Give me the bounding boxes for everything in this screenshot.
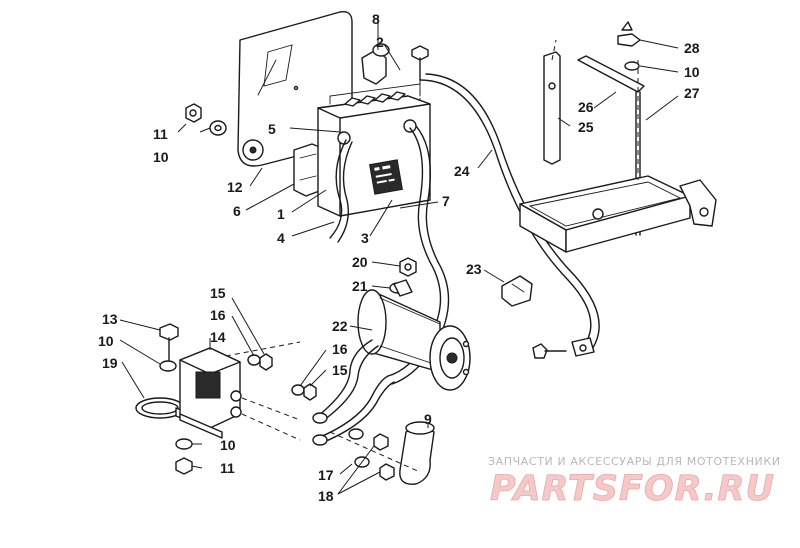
hold-down-bracket [543, 51, 561, 165]
callout-25: 25 [578, 119, 594, 135]
wire-clamp [135, 397, 187, 421]
callout-10-left: 10 [98, 333, 114, 349]
callout-18: 18 [318, 488, 334, 504]
callout-15-right: 15 [332, 362, 348, 378]
nut-11-bottom [175, 457, 193, 475]
battery [317, 83, 431, 217]
callout-12: 12 [227, 179, 243, 195]
cable-clip [501, 275, 533, 307]
callout-10-bottom: 10 [220, 437, 236, 453]
washer-10-top [209, 120, 227, 136]
battery-tray [519, 175, 717, 253]
watermark-subtitle: ЗАПЧАСТИ И АКСЕССУАРЫ ДЛЯ МОТОТЕХНИКИ [488, 455, 781, 468]
leader-lines [119, 18, 679, 495]
callout-labels: 8 2 5 11 10 12 6 1 4 3 7 24 25 26 27 28 … [98, 11, 700, 504]
battery-negative-cable [329, 139, 353, 243]
nut-15-left [259, 353, 273, 371]
callout-13: 13 [102, 311, 118, 327]
callout-3: 3 [361, 230, 369, 246]
callout-17: 17 [318, 467, 334, 483]
callout-5: 5 [268, 121, 276, 137]
washer-10-bottom [175, 438, 193, 450]
callout-7: 7 [442, 193, 450, 209]
callout-4: 4 [277, 230, 285, 246]
callout-16-right: 16 [332, 341, 348, 357]
callout-22: 22 [332, 318, 348, 334]
starter-motor [357, 279, 471, 391]
callout-10-top: 10 [153, 149, 169, 165]
terminal-boot [399, 421, 435, 485]
callout-16-left: 16 [210, 307, 226, 323]
bolt-13 [159, 323, 179, 361]
callout-8: 8 [372, 11, 380, 27]
callout-14: 14 [210, 329, 226, 345]
nut-18-top [373, 433, 389, 451]
callout-11-bottom: 11 [220, 460, 235, 476]
washer-10-right [624, 61, 640, 71]
terminal-cap [361, 43, 390, 85]
callout-1: 1 [277, 206, 285, 222]
callout-11-top: 11 [153, 126, 168, 142]
washer-10-left [159, 360, 177, 372]
watermark-logo: PARTSFOR.RU [490, 469, 775, 509]
nut-20 [399, 257, 417, 277]
callout-28: 28 [684, 40, 700, 56]
callout-26: 26 [578, 99, 594, 115]
callout-19: 19 [102, 355, 118, 371]
terminal-bolt [411, 45, 429, 81]
callout-15-left: 15 [210, 285, 226, 301]
callout-24: 24 [454, 163, 470, 179]
callout-6: 6 [233, 203, 241, 219]
solenoid-cables [312, 339, 395, 446]
callout-9: 9 [424, 411, 432, 427]
callout-27: 27 [684, 85, 700, 101]
nut-16-left [247, 354, 261, 366]
nut-16-right [291, 384, 305, 396]
ground-bolt [532, 343, 567, 359]
callout-2: 2 [376, 34, 384, 50]
callout-21: 21 [352, 278, 368, 294]
washer-17-top [348, 428, 364, 440]
wing-nut [617, 21, 641, 47]
callout-10-right: 10 [684, 64, 700, 80]
nut-18-bottom [379, 463, 395, 481]
callout-20: 20 [352, 254, 368, 270]
nut-15-right [303, 383, 317, 401]
callout-23: 23 [466, 261, 482, 277]
watermark: ЗАПЧАСТИ И АКСЕССУАРЫ ДЛЯ МОТОТЕХНИКИ PA… [488, 455, 781, 509]
starter-solenoid [179, 347, 242, 439]
nut-11-top [185, 103, 202, 123]
guide-lines [225, 39, 639, 473]
